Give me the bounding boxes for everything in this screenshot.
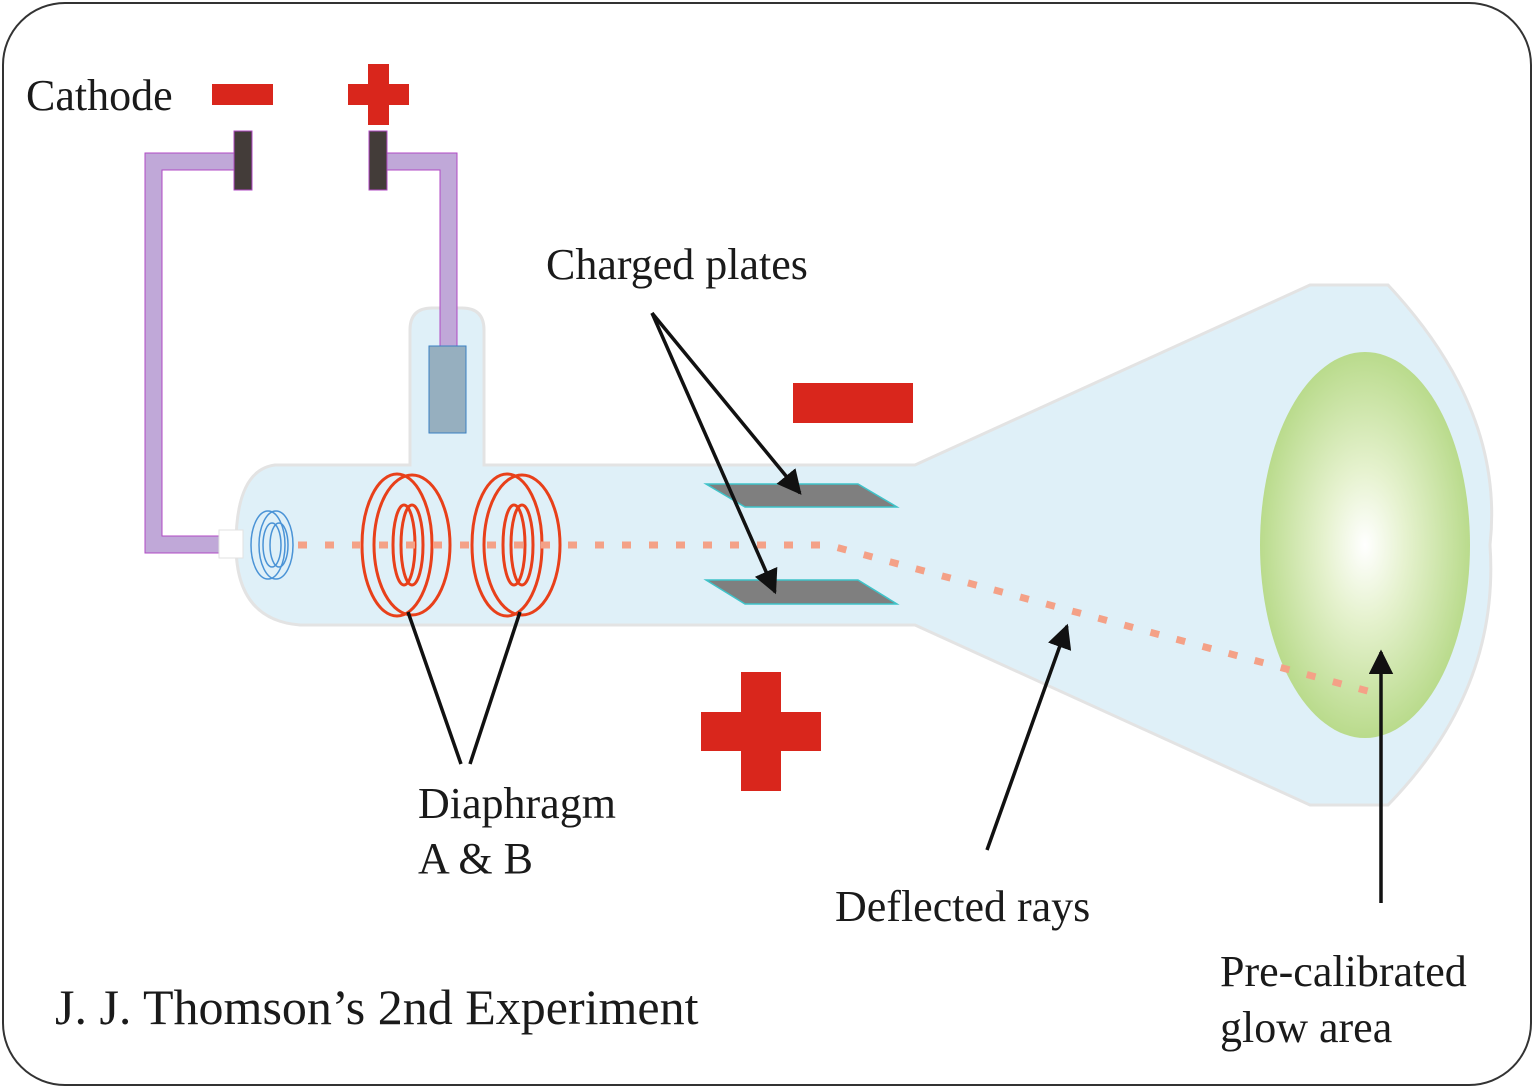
anode-terminal: [368, 130, 388, 191]
cathode-ray-tube: [234, 283, 1494, 807]
charged-plates-label: Charged plates: [546, 240, 808, 289]
battery-plus-sign: [348, 64, 409, 125]
deflected-rays-label: Deflected rays: [835, 882, 1091, 931]
cathode-terminal: [233, 130, 253, 191]
diagram-title: J. J. Thomson’s 2nd Experiment: [55, 979, 699, 1035]
upper-charged-plate: [703, 483, 900, 508]
plate-minus-sign: [793, 383, 913, 423]
diaphragm-pointer-b: [468, 611, 522, 765]
glow-area: [1260, 352, 1470, 738]
anode-electrode: [428, 345, 467, 434]
deflected-rays-arrow: [985, 623, 1072, 851]
glow-area-label-line2: glow area: [1220, 1003, 1393, 1052]
cathode-label: Cathode: [26, 71, 173, 120]
diaphragm-label-line1: Diaphragm: [418, 779, 616, 828]
cathode-electrode: [218, 529, 244, 559]
diaphragm-pointer-a: [406, 611, 463, 765]
lower-charged-plate: [703, 579, 900, 605]
plate-plus-sign: [701, 672, 821, 791]
battery-minus-sign: [212, 84, 273, 105]
diaphragm-label-line2: A & B: [418, 834, 533, 883]
glow-area-label-line1: Pre-calibrated: [1220, 947, 1467, 996]
charged-plates-arrow-lower: [650, 312, 778, 595]
charged-plates-arrow-upper: [650, 311, 802, 495]
cathode-coil: [250, 510, 294, 580]
